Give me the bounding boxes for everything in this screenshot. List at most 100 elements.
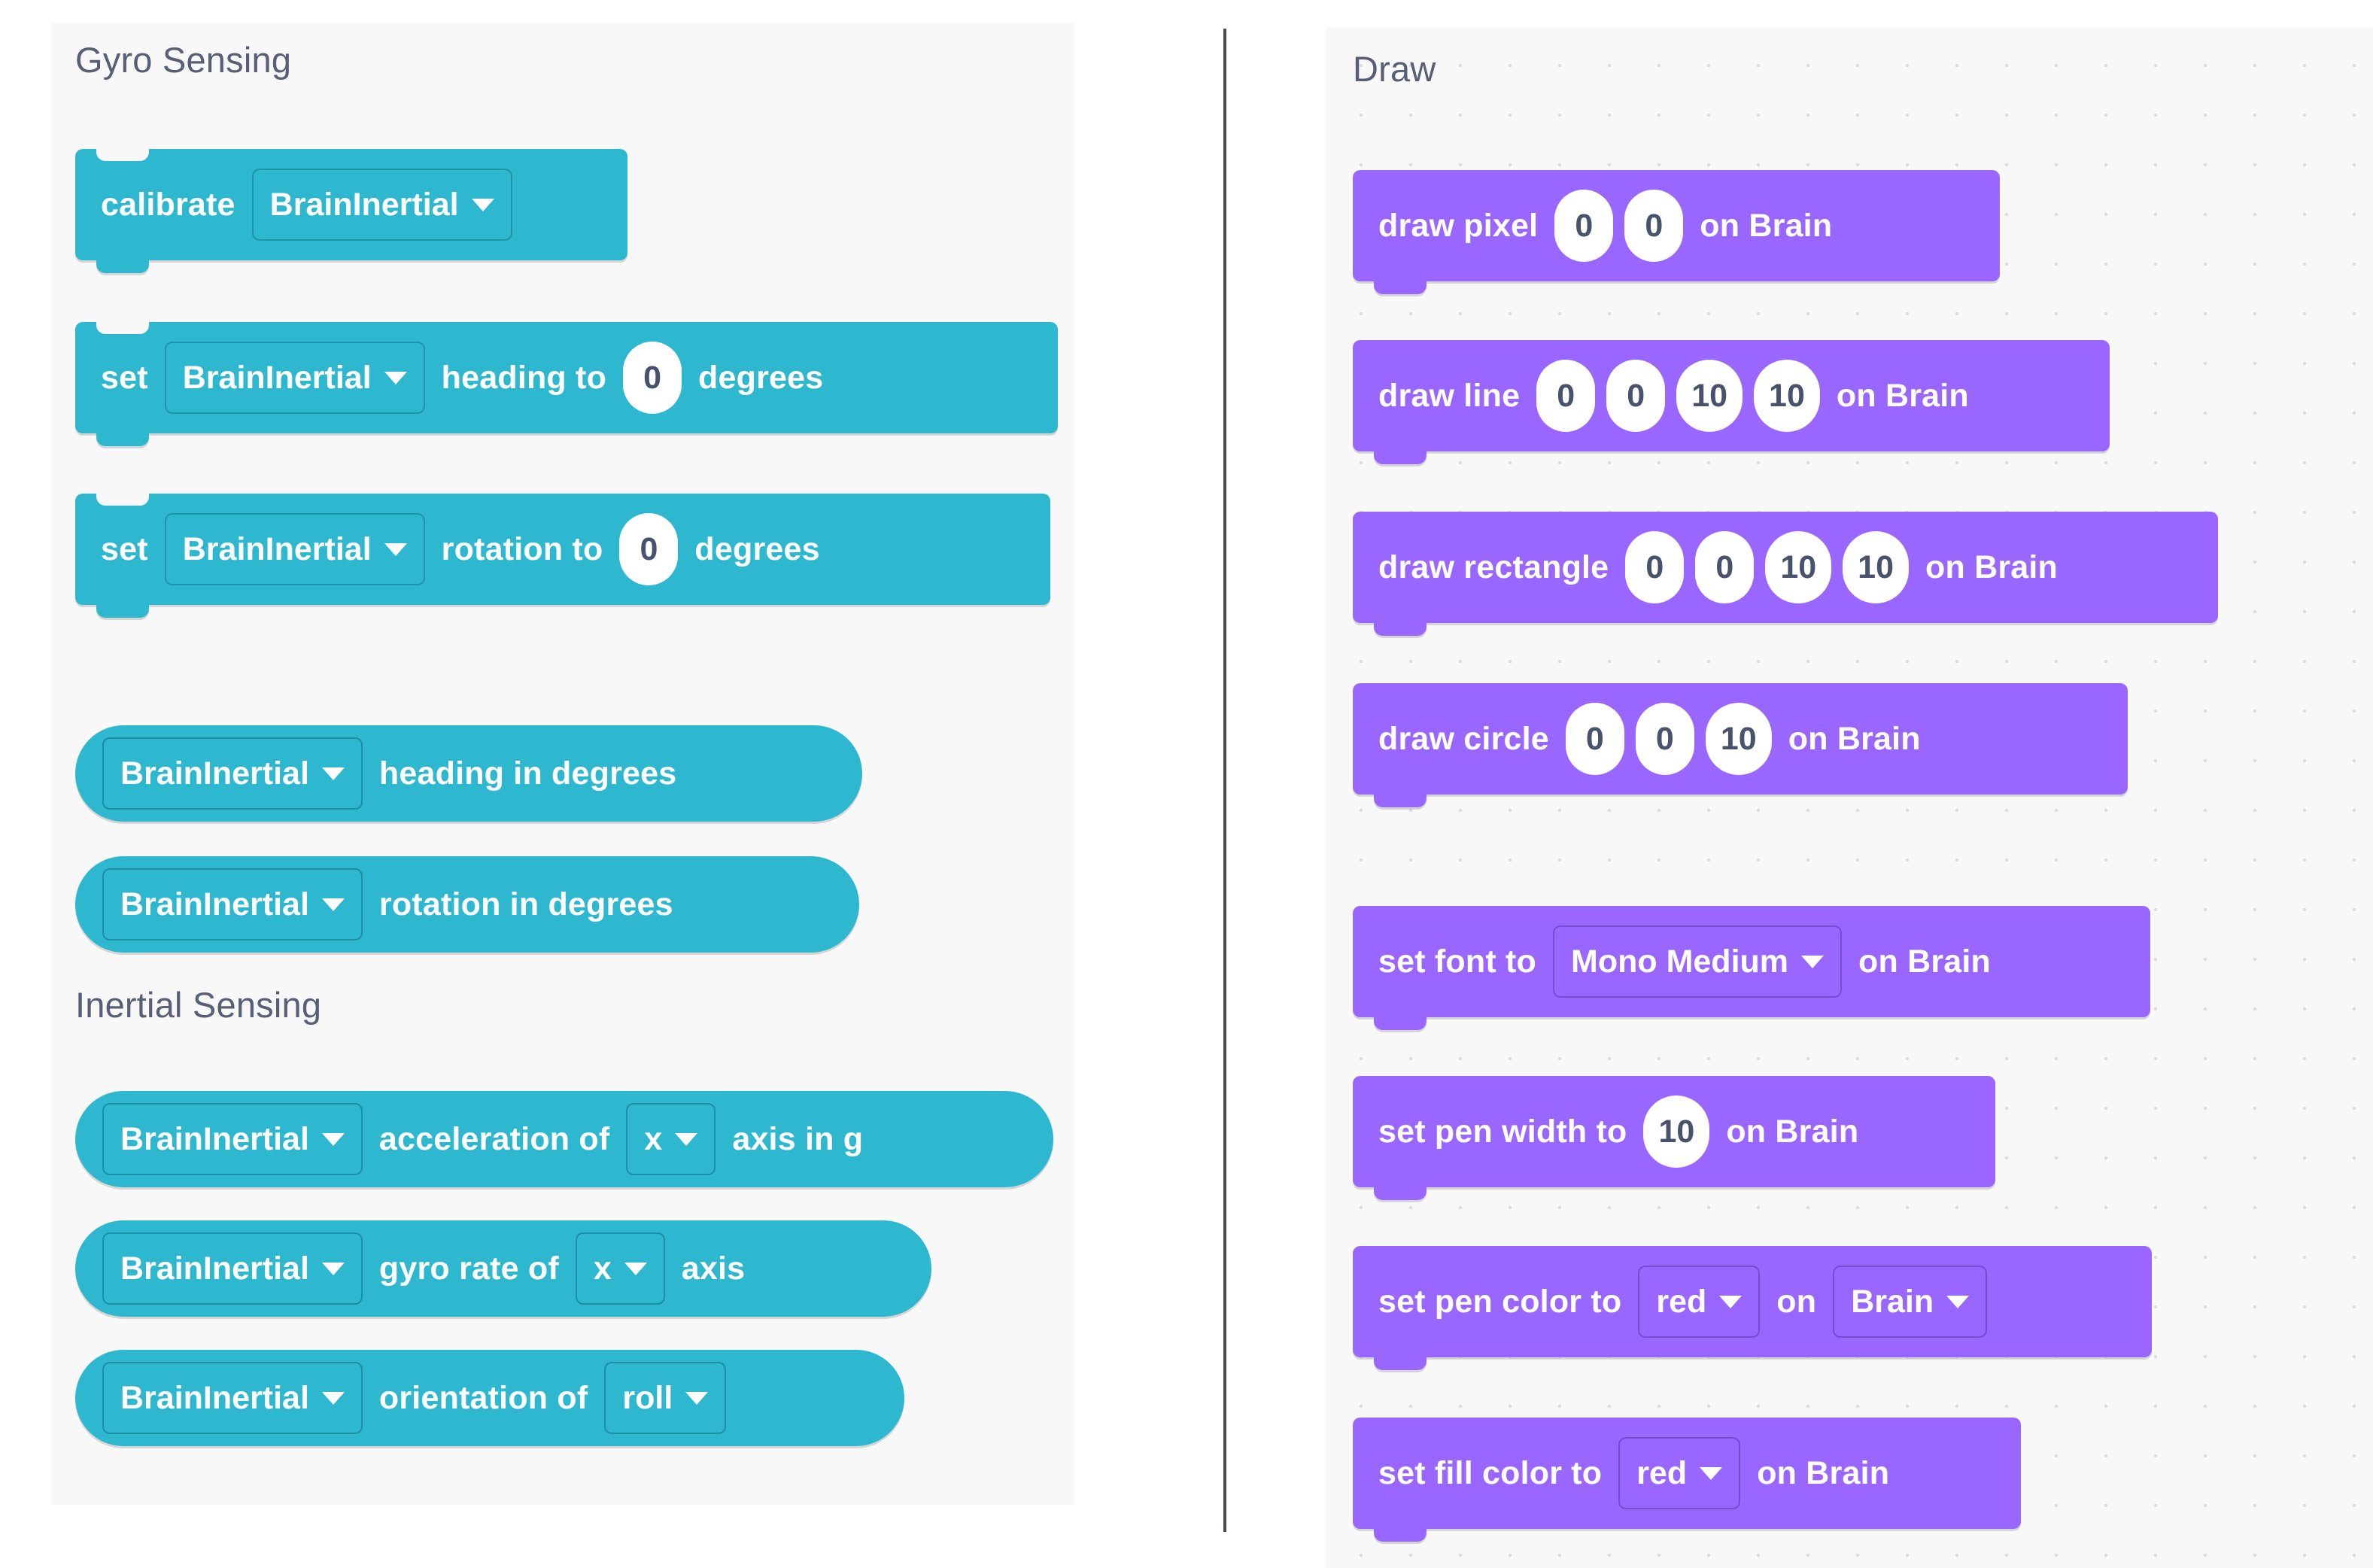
input-value: 10 <box>1769 377 1805 414</box>
input-draw-line-x1[interactable]: 0 <box>1536 360 1596 432</box>
dropdown-orientation-axis[interactable]: roll <box>604 1362 727 1434</box>
input-draw-circle-x[interactable]: 0 <box>1565 703 1624 775</box>
block-label-draw-circle: draw circle <box>1378 720 1549 757</box>
block-label-degrees: degrees <box>694 530 820 567</box>
input-draw-circle-radius[interactable]: 10 <box>1705 703 1772 775</box>
chevron-down-icon <box>321 1262 345 1275</box>
dropdown-font[interactable]: Mono Medium <box>1553 925 1843 998</box>
input-value: 10 <box>1691 377 1728 414</box>
block-draw-rectangle[interactable]: draw rectangle 0 0 10 10 on Brain <box>1353 512 2218 636</box>
block-draw-circle[interactable]: draw circle 0 0 10 on Brain <box>1353 683 2128 807</box>
dropdown-value-device: BrainInertial <box>120 886 309 922</box>
block-label-on-brain: on Brain <box>1757 1454 1890 1491</box>
section-title-inertial-sensing: Inertial Sensing <box>75 985 322 1025</box>
block-label-set-fill-color-to: set fill color to <box>1378 1454 1603 1491</box>
block-label-draw-pixel: draw pixel <box>1378 207 1539 244</box>
block-label-rotation-to: rotation to <box>441 530 603 567</box>
input-value: 0 <box>1645 207 1664 244</box>
input-value: 0 <box>1627 377 1645 414</box>
block-label-gyro-rate-of: gyro rate of <box>378 1250 559 1287</box>
block-set-heading[interactable]: set BrainInertial heading to 0 degrees <box>75 321 1058 446</box>
input-value: 10 <box>1780 548 1817 585</box>
dropdown-gyro-rate-device[interactable]: BrainInertial <box>102 1232 363 1305</box>
chevron-down-icon <box>321 1391 345 1405</box>
dropdown-rotation-reporter-device[interactable]: BrainInertial <box>102 868 363 940</box>
block-label-calibrate: calibrate <box>101 186 235 223</box>
chevron-down-icon <box>1719 1295 1743 1308</box>
input-draw-rectangle-x[interactable]: 0 <box>1625 531 1685 603</box>
dropdown-pen-color[interactable]: red <box>1638 1266 1761 1338</box>
block-label-set: set <box>101 359 148 396</box>
block-set-pen-width[interactable]: set pen width to 10 on Brain <box>1353 1076 1995 1200</box>
input-draw-circle-y[interactable]: 0 <box>1635 703 1694 775</box>
chevron-down-icon <box>1946 1295 1970 1308</box>
input-draw-pixel-y[interactable]: 0 <box>1624 190 1684 262</box>
block-set-fill-color[interactable]: set fill color to red on Brain <box>1353 1418 2021 1542</box>
dropdown-gyro-rate-axis[interactable]: x <box>575 1232 665 1305</box>
panel-divider <box>1223 29 1226 1532</box>
chevron-down-icon <box>321 1132 345 1146</box>
block-rotation-in-degrees[interactable]: BrainInertial rotation in degrees <box>75 856 859 953</box>
input-pen-width[interactable]: 10 <box>1643 1095 1710 1168</box>
chevron-down-icon <box>685 1391 709 1405</box>
block-draw-pixel[interactable]: draw pixel 0 0 on Brain <box>1353 170 2000 294</box>
input-draw-line-x2[interactable]: 10 <box>1676 360 1743 432</box>
block-label-set-pen-color-to: set pen color to <box>1378 1283 1622 1320</box>
input-draw-line-y1[interactable]: 0 <box>1606 360 1666 432</box>
block-set-pen-color[interactable]: set pen color to red on Brain <box>1353 1246 2152 1370</box>
block-gyro-rate-of-axis[interactable]: BrainInertial gyro rate of x axis <box>75 1220 931 1317</box>
dropdown-value-device: BrainInertial <box>120 1120 309 1157</box>
input-value: 10 <box>1720 720 1757 757</box>
input-value: 0 <box>643 359 661 396</box>
chevron-down-icon <box>1801 955 1825 968</box>
block-orientation-of[interactable]: BrainInertial orientation of roll <box>75 1350 904 1446</box>
dropdown-acceleration-axis[interactable]: x <box>626 1103 716 1175</box>
dropdown-set-rotation-device[interactable]: BrainInertial <box>164 513 425 585</box>
input-value: 0 <box>1575 207 1594 244</box>
input-rotation-value[interactable]: 0 <box>619 513 679 585</box>
chevron-down-icon <box>1700 1466 1723 1480</box>
dropdown-set-heading-device[interactable]: BrainInertial <box>164 342 425 414</box>
block-label-on-brain: on Brain <box>1925 548 2058 585</box>
input-draw-rectangle-width[interactable]: 10 <box>1765 531 1832 603</box>
block-label-acceleration-of: acceleration of <box>378 1120 610 1157</box>
dropdown-fill-color[interactable]: red <box>1618 1437 1741 1509</box>
dropdown-value-axis: x <box>644 1120 663 1157</box>
dropdown-value-device: BrainInertial <box>120 755 309 792</box>
chevron-down-icon <box>384 371 407 384</box>
chevron-down-icon <box>675 1132 698 1146</box>
block-label-set-pen-width-to: set pen width to <box>1378 1113 1627 1150</box>
dropdown-heading-reporter-device[interactable]: BrainInertial <box>102 737 363 810</box>
block-label-draw-rectangle: draw rectangle <box>1378 548 1609 585</box>
block-acceleration-of-axis[interactable]: BrainInertial acceleration of x axis in … <box>75 1091 1053 1187</box>
chevron-down-icon <box>471 198 494 211</box>
block-label-on-brain: on Brain <box>1858 943 1992 980</box>
block-set-rotation[interactable]: set BrainInertial rotation to 0 degrees <box>75 493 1050 618</box>
input-value: 10 <box>1858 548 1894 585</box>
block-label-on-brain: on Brain <box>1788 720 1921 757</box>
dropdown-calibrate-device[interactable]: BrainInertial <box>251 169 512 241</box>
input-heading-value[interactable]: 0 <box>623 342 682 414</box>
dropdown-value-device: BrainInertial <box>120 1250 309 1287</box>
dropdown-acceleration-device[interactable]: BrainInertial <box>102 1103 363 1175</box>
block-label-set-font-to: set font to <box>1378 943 1536 980</box>
input-draw-pixel-x[interactable]: 0 <box>1554 190 1614 262</box>
input-draw-rectangle-height[interactable]: 10 <box>1843 531 1909 603</box>
input-value: 0 <box>1715 548 1734 585</box>
chevron-down-icon <box>624 1262 647 1275</box>
block-draw-line[interactable]: draw line 0 0 10 10 on Brain <box>1353 340 2110 464</box>
block-calibrate-brain-inertial[interactable]: calibrate BrainInertial <box>75 148 627 273</box>
block-heading-in-degrees[interactable]: BrainInertial heading in degrees <box>75 725 862 822</box>
input-draw-line-y2[interactable]: 10 <box>1754 360 1820 432</box>
block-set-font[interactable]: set font to Mono Medium on Brain <box>1353 906 2150 1030</box>
dropdown-value-device: BrainInertial <box>182 530 372 567</box>
dropdown-orientation-device[interactable]: BrainInertial <box>102 1362 363 1434</box>
block-label-degrees: degrees <box>698 359 824 396</box>
section-title-gyro-sensing: Gyro Sensing <box>75 40 292 80</box>
input-value: 0 <box>1655 720 1674 757</box>
block-label-set: set <box>101 530 148 567</box>
dropdown-value-color: red <box>1636 1454 1688 1491</box>
dropdown-pen-color-device[interactable]: Brain <box>1833 1266 1988 1338</box>
input-draw-rectangle-y[interactable]: 0 <box>1695 531 1755 603</box>
input-value: 0 <box>1585 720 1604 757</box>
